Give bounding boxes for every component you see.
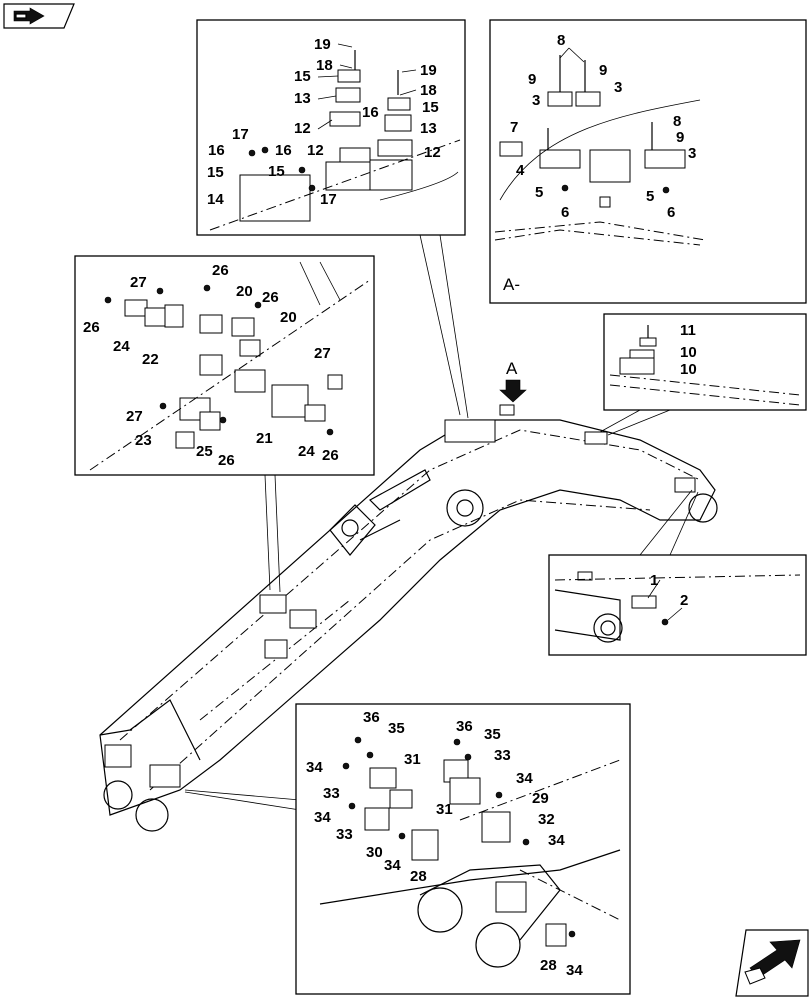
boom-assembly	[99, 404, 718, 832]
callout-33: 33	[336, 826, 353, 843]
callout-15: 15	[268, 163, 285, 180]
callout-6: 6	[561, 204, 569, 221]
callout-16: 16	[208, 142, 225, 159]
callout-3: 3	[532, 92, 540, 109]
callout-5: 5	[535, 184, 543, 201]
callout-17: 17	[232, 126, 249, 143]
callout-17: 17	[320, 191, 337, 208]
callout-18: 18	[420, 82, 437, 99]
callout-28: 28	[410, 868, 427, 885]
detail-box-right-middle: 1 2	[548, 554, 807, 656]
callout-35: 35	[484, 726, 501, 743]
callout-3: 3	[614, 79, 622, 96]
callout-34: 34	[548, 832, 565, 849]
callout-34: 34	[314, 809, 331, 826]
callout-29: 29	[532, 790, 549, 807]
leader-lines	[184, 234, 699, 811]
next-page-arrow-icon[interactable]	[735, 929, 809, 997]
callout-34: 34	[384, 857, 401, 874]
callout-19: 19	[420, 62, 437, 79]
callout-30: 30	[366, 844, 383, 861]
callout-25: 25	[196, 443, 213, 460]
callout-7: 7	[510, 119, 518, 136]
callout-32: 32	[538, 811, 555, 828]
callout-33: 33	[323, 785, 340, 802]
callout-24: 24	[113, 338, 130, 355]
callout-26: 26	[322, 447, 339, 464]
callout-33: 33	[494, 747, 511, 764]
callout-36: 36	[363, 709, 380, 726]
callout-10: 10	[680, 361, 697, 378]
callout-14: 14	[207, 191, 224, 208]
callout-34: 34	[566, 962, 583, 979]
callout-31: 31	[404, 751, 421, 768]
callout-15: 15	[294, 68, 311, 85]
callout-15: 15	[422, 99, 439, 116]
detail-box-middle-left: 27 26 20 26 26 24 22 20 27 27 23 25 26 2…	[74, 255, 375, 476]
detail-box-bottom: 36 35 36 35 34 31 33 33 34 33 34 31 29 3…	[295, 703, 631, 995]
callout-27: 27	[126, 408, 143, 425]
callout-9: 9	[676, 129, 684, 146]
callout-5: 5	[646, 188, 654, 205]
callout-31: 31	[436, 801, 453, 818]
callout-26: 26	[262, 289, 279, 306]
callout-8: 8	[673, 113, 681, 130]
callout-26: 26	[212, 262, 229, 279]
detail-box-top: 19 18 15 13 12 19 18 16 15 13 17 16 12 1…	[196, 19, 466, 236]
callout-9: 9	[528, 71, 536, 88]
callout-2: 2	[680, 592, 688, 609]
callout-12: 12	[307, 142, 324, 159]
callout-1: 1	[650, 572, 658, 589]
callout-24: 24	[298, 443, 315, 460]
callout-13: 13	[294, 90, 311, 107]
book-nav-icon[interactable]	[3, 3, 75, 29]
callout-3: 3	[688, 145, 696, 162]
callout-13: 13	[420, 120, 437, 137]
callout-10: 10	[680, 344, 697, 361]
callout-20: 20	[236, 283, 253, 300]
callout-16: 16	[275, 142, 292, 159]
callout-15: 15	[207, 164, 224, 181]
callout-18: 18	[316, 57, 333, 74]
callout-35: 35	[388, 720, 405, 737]
detail-box-right-small: 11 10 10	[603, 313, 807, 411]
callout-36: 36	[456, 718, 473, 735]
callout-9: 9	[599, 62, 607, 79]
callout-6: 6	[667, 204, 675, 221]
view-a-caption: A-	[503, 275, 520, 294]
callout-8: 8	[557, 32, 565, 49]
callout-22: 22	[142, 351, 159, 368]
callout-16: 16	[362, 104, 379, 121]
callout-34: 34	[306, 759, 323, 776]
callout-26: 26	[83, 319, 100, 336]
callout-27: 27	[314, 345, 331, 362]
callout-20: 20	[280, 309, 297, 326]
callout-23: 23	[135, 432, 152, 449]
callout-leaders	[317, 43, 683, 621]
detail-box-view-a: 8 9 9 3 3 7 8 9 3 4 5 6 5 6 A-	[489, 19, 807, 304]
callout-21: 21	[256, 430, 273, 447]
view-a-arrow: A	[499, 359, 527, 403]
callout-34: 34	[516, 770, 533, 787]
callout-19: 19	[314, 36, 331, 53]
callout-26: 26	[218, 452, 235, 469]
callout-12: 12	[424, 144, 441, 161]
callout-28: 28	[540, 957, 557, 974]
callout-27: 27	[130, 274, 147, 291]
callout-4: 4	[516, 162, 525, 179]
callout-11: 11	[680, 322, 696, 339]
callout-12: 12	[294, 120, 311, 137]
view-a-label: A	[506, 359, 518, 378]
